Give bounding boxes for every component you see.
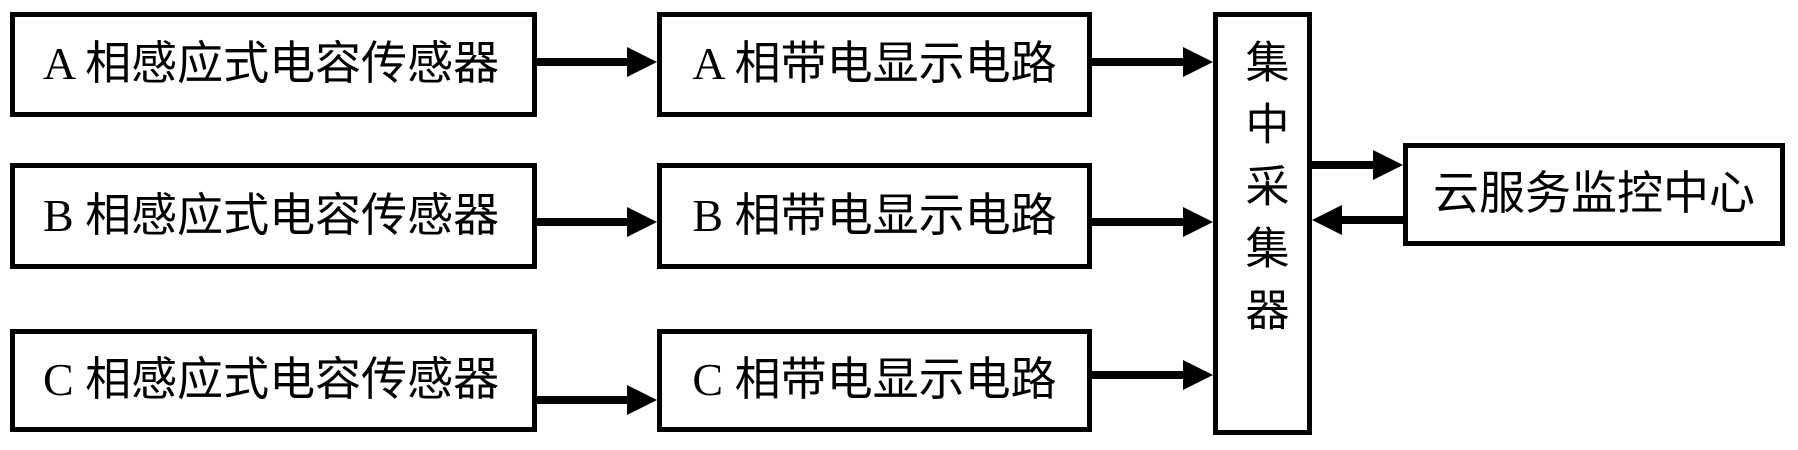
arrow-line [1092,58,1187,66]
display-c-label: C 相带电显示电路 [692,354,1057,406]
sensor-a-box: A 相感应式电容传感器 [10,12,537,117]
arrow-line [537,58,632,66]
sensor-b-box: B 相感应式电容传感器 [10,163,537,269]
arrow-head-right-icon [627,207,657,237]
display-b-box: B 相带电显示电路 [657,163,1092,269]
cloud-center-label: 云服务监控中心 [1433,168,1755,220]
arrow-line [537,218,632,226]
display-a-box: A 相带电显示电路 [657,12,1092,117]
arrow-head-right-icon [627,385,657,415]
arrow-line [1338,216,1403,224]
arrow-head-left-icon [1312,205,1342,235]
arrow-head-right-icon [1183,360,1213,390]
sensor-c-label: C 相感应式电容传感器 [43,354,500,406]
arrow-line [1312,161,1378,169]
cloud-center-box: 云服务监控中心 [1403,143,1785,246]
arrow-head-right-icon [627,47,657,77]
arrow-head-right-icon [1183,207,1213,237]
display-a-label: A 相带电显示电路 [692,38,1057,90]
collector-box: 集中采集器 [1213,12,1312,435]
sensor-a-label: A 相感应式电容传感器 [43,38,500,90]
collector-label: 集中采集器 [1238,39,1288,349]
arrow-head-right-icon [1373,150,1403,180]
sensor-b-label: B 相感应式电容传感器 [43,189,500,241]
arrow-line [1092,371,1187,379]
sensor-c-box: C 相感应式电容传感器 [10,329,537,432]
arrow-line [537,396,632,404]
display-c-box: C 相带电显示电路 [657,329,1092,432]
arrow-line [1092,218,1187,226]
display-b-label: B 相带电显示电路 [692,189,1057,241]
arrow-head-right-icon [1183,47,1213,77]
